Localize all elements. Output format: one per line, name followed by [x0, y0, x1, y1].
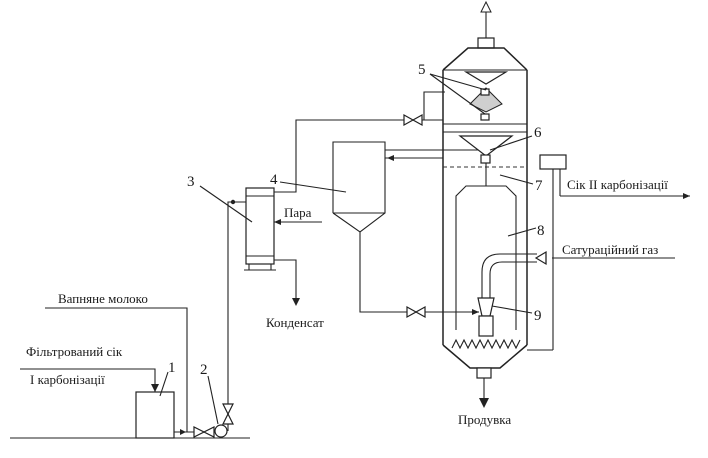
valve-icon	[406, 305, 418, 319]
bottom-nozzle	[476, 367, 492, 379]
gas-distributor-base-9	[478, 315, 494, 337]
leader-7	[499, 174, 534, 185]
gas-check-valve	[534, 250, 547, 266]
number-2: 2	[200, 362, 208, 378]
valve-icon	[403, 113, 415, 127]
leader-5	[429, 73, 486, 115]
column-bottom-cone	[442, 344, 528, 369]
saturation-gas-pipe	[481, 253, 537, 298]
leader-4	[279, 181, 347, 193]
valve-icon	[411, 113, 423, 127]
saturation-gas-pipe	[489, 261, 537, 298]
junction-dot	[230, 199, 236, 205]
number-8: 8	[537, 223, 545, 239]
label-steam: Пара	[284, 205, 312, 220]
funnel-6	[458, 135, 514, 157]
arrow-head	[387, 155, 394, 161]
funnel-outlet-6	[480, 154, 491, 164]
label-purge: Продувка	[458, 412, 511, 427]
valve-icon	[414, 305, 426, 319]
number-3: 3	[187, 174, 195, 190]
label-lime-milk: Вапняне молоко	[58, 291, 148, 306]
heated-juice-pipe	[274, 119, 443, 193]
valve-icon	[222, 403, 234, 416]
arrow-head	[292, 298, 300, 306]
distributor-branch-pipe	[423, 91, 445, 120]
number-1: 1	[168, 360, 176, 376]
pump-2	[214, 424, 228, 438]
arrow-head	[151, 384, 159, 392]
juice-ii-box	[539, 154, 567, 170]
pump-riser-pipe	[227, 201, 246, 431]
valve-icon	[202, 426, 215, 438]
tank-1	[135, 391, 175, 439]
valve-icon	[193, 426, 206, 438]
number-4: 4	[270, 172, 278, 188]
label-filtered-juice: Фільтрований сік	[26, 344, 123, 359]
distributor-nozzle-5b	[480, 113, 490, 121]
gas-distributor-9	[477, 297, 495, 317]
arrow-head	[479, 398, 489, 408]
distributor-nozzle-5	[480, 88, 490, 96]
label-juice-ii: Сік II карбонізації	[567, 177, 668, 192]
arrow-head	[683, 193, 690, 199]
settler-drain-pipe	[359, 232, 472, 313]
heater-3	[245, 187, 275, 265]
inner-cylinder-8	[455, 185, 517, 330]
bottom-plate-zigzag	[451, 338, 521, 350]
number-6: 6	[534, 125, 542, 141]
column-top-cone	[442, 47, 528, 71]
arrow-head	[180, 429, 186, 435]
valve-icon	[222, 412, 234, 425]
leader-8	[507, 227, 537, 237]
top-deflector	[463, 71, 509, 85]
number-9: 9	[534, 308, 542, 324]
label-saturation-gas: Сатураційний газ	[562, 242, 658, 257]
number-5: 5	[418, 62, 426, 78]
leader-2	[207, 375, 219, 425]
leader-5	[429, 73, 487, 91]
top-nozzle	[477, 37, 495, 49]
label-first-carbonation: І карбонізації	[30, 372, 105, 387]
leader-9	[491, 305, 533, 314]
leader-3	[199, 185, 253, 223]
leader-1	[159, 371, 169, 397]
label-condensate: Конденсат	[266, 315, 324, 330]
leader-6	[489, 135, 533, 151]
vent-arrow-icon	[480, 0, 492, 13]
arrow-head	[274, 219, 281, 225]
condensate-pipe	[274, 259, 297, 304]
settler-4	[332, 141, 386, 233]
number-7: 7	[535, 178, 543, 194]
lime-milk-pipe	[45, 307, 188, 432]
arrow-head	[472, 309, 479, 315]
